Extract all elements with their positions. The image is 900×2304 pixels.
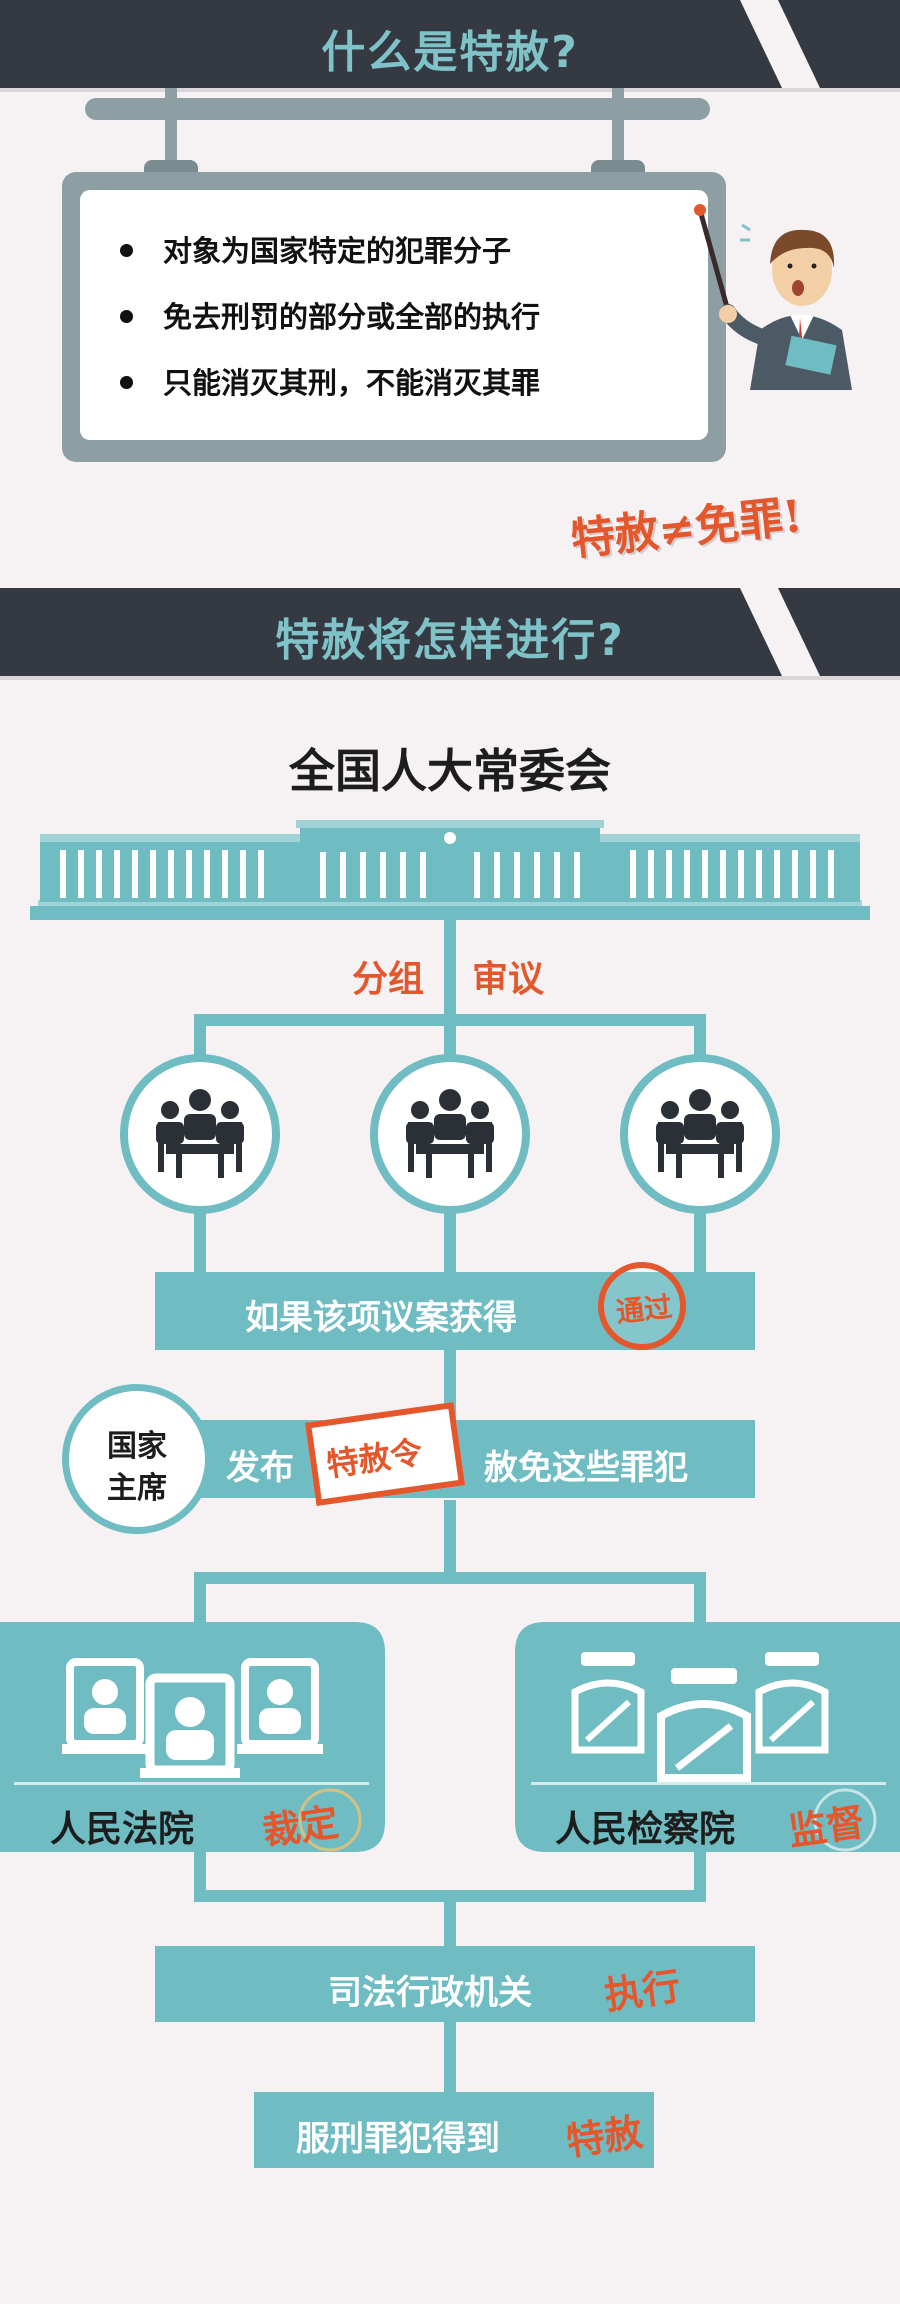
president-line1: 国家 [107,1429,167,1464]
procuratorate-action: 监督 [785,1798,868,1855]
decree-stamp-text: 特赦令 [324,1433,425,1484]
bar-result-action: 特赦 [563,2108,646,2165]
president-line2: 主席 [107,1471,167,1506]
review-label-right: 审议 [472,958,545,1000]
bullet-icon [120,243,133,257]
teacher-icon [694,204,852,390]
bar-if-passed-text: 如果该项议案获得 [245,1298,517,1338]
meeting-group-1 [120,1054,280,1214]
board-graphic [62,88,726,462]
board-item-3: 只能消灭其刑，不能消灭其罪 [120,360,540,402]
procuratorate-name: 人民检察院 [555,1808,736,1850]
procuratorate-card [515,1622,900,1852]
president-circle: 国家 主席 [62,1384,212,1534]
section1-title: 什么是特赦? [321,27,579,78]
meeting-group-3 [620,1054,780,1214]
committee-title: 全国人大常委会 [289,744,611,798]
court-action: 裁定 [259,1798,342,1855]
court-name: 人民法院 [50,1808,195,1850]
bar-decree-right: 赦免这些罪犯 [484,1448,688,1488]
bar-result [254,2092,654,2168]
section2-title: 特赦将怎样进行? [275,615,625,666]
bar-execution-text: 司法行政机关 [328,1973,532,2013]
prosecutors-icon [571,1652,829,1782]
board-item-2: 免去刑罚的部分或全部的执行 [120,294,540,336]
review-label-left: 分组 [352,958,425,1000]
passed-stamp-text: 通过 [614,1290,674,1329]
judges-icon [62,1658,323,1778]
meeting-group-2 [370,1054,530,1214]
bar-decree-left: 发布 [226,1448,294,1488]
tagline: 特赦≠免罪! [568,490,805,566]
bar-execution-action: 执行 [601,1962,684,2019]
section1-header-bg [0,0,900,92]
bullet-icon [120,375,133,389]
section2-header-bg [0,588,900,680]
bullet-icon [120,309,133,323]
building-icon [30,820,870,920]
bar-result-text: 服刑罪犯得到 [296,2119,500,2159]
board-item-1: 对象为国家特定的犯罪分子 [120,228,511,270]
bar-execution [155,1946,755,2022]
passed-stamp: 通过 [598,1262,686,1350]
court-card [0,1622,385,1852]
